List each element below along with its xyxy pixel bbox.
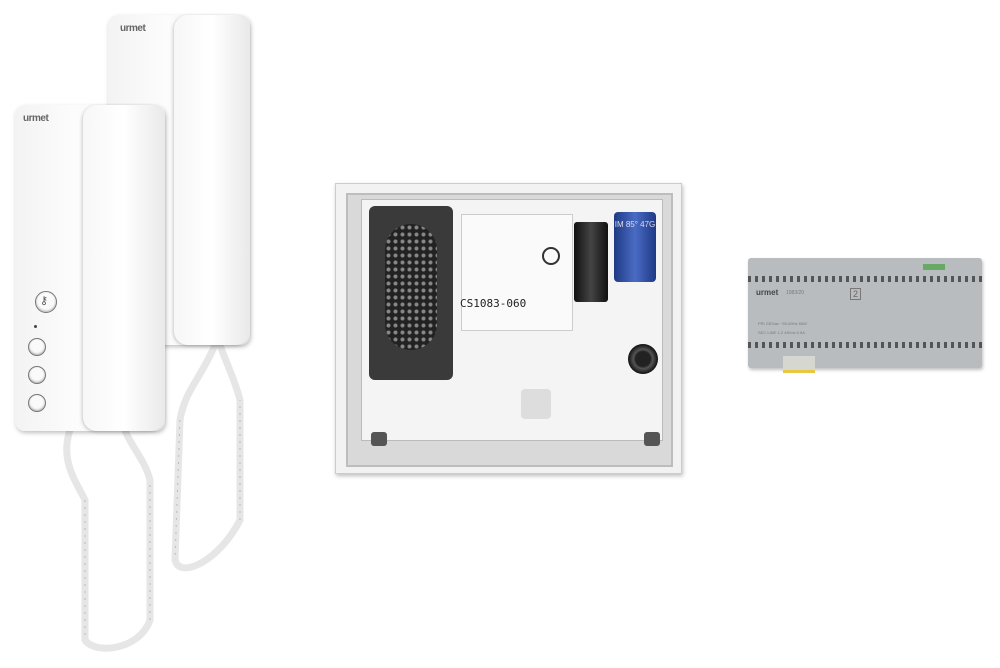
key-button[interactable]: ⚷ <box>35 291 57 313</box>
speaker-grille <box>385 224 437 350</box>
door-entry-panel: CS1083-060 IM 85° 47G <box>335 183 682 474</box>
urmet-logo: urmet <box>23 113 49 124</box>
vent-slots-top <box>748 276 982 282</box>
function-button-2[interactable] <box>28 366 46 384</box>
speaker <box>369 206 453 380</box>
rating-line-2: SEC LINE 1-2 48Vdc 0.5A <box>758 330 805 335</box>
handset-receiver[interactable] <box>83 105 165 431</box>
mounting-foot-left <box>371 432 387 446</box>
function-button-3[interactable] <box>28 394 46 412</box>
urmet-logo: urmet <box>120 23 146 34</box>
model-number: 1083/20 <box>786 290 805 296</box>
vent-slots-bottom <box>748 342 982 348</box>
mounting-foot-right <box>644 432 660 446</box>
capacitor-blue: IM 85° 47G <box>614 212 656 282</box>
pcb-label: CS1083-060 <box>460 297 527 310</box>
screw-icon <box>542 247 560 265</box>
rating-line-1: PRI 230Vac ~50-60Hz 60W <box>758 321 807 326</box>
terminal-block[interactable] <box>923 264 945 270</box>
din-clip[interactable] <box>783 356 815 373</box>
status-led <box>34 325 37 328</box>
function-button-1[interactable] <box>28 338 46 356</box>
urmet-logo: urmet <box>756 288 779 297</box>
module-count: 2 <box>850 288 862 300</box>
sensor-pad <box>521 389 551 419</box>
din-power-supply: urmet 1083/20 2 PRI 230Vac ~50-60Hz 60W … <box>748 258 982 373</box>
capacitor-black <box>574 222 608 302</box>
key-icon: ⚷ <box>40 295 49 307</box>
handset-receiver[interactable] <box>174 15 250 345</box>
intercom-handset-front: urmet ⚷ <box>15 105 165 431</box>
microphone <box>628 344 658 374</box>
pcb-shield: CS1083-060 <box>460 214 573 331</box>
